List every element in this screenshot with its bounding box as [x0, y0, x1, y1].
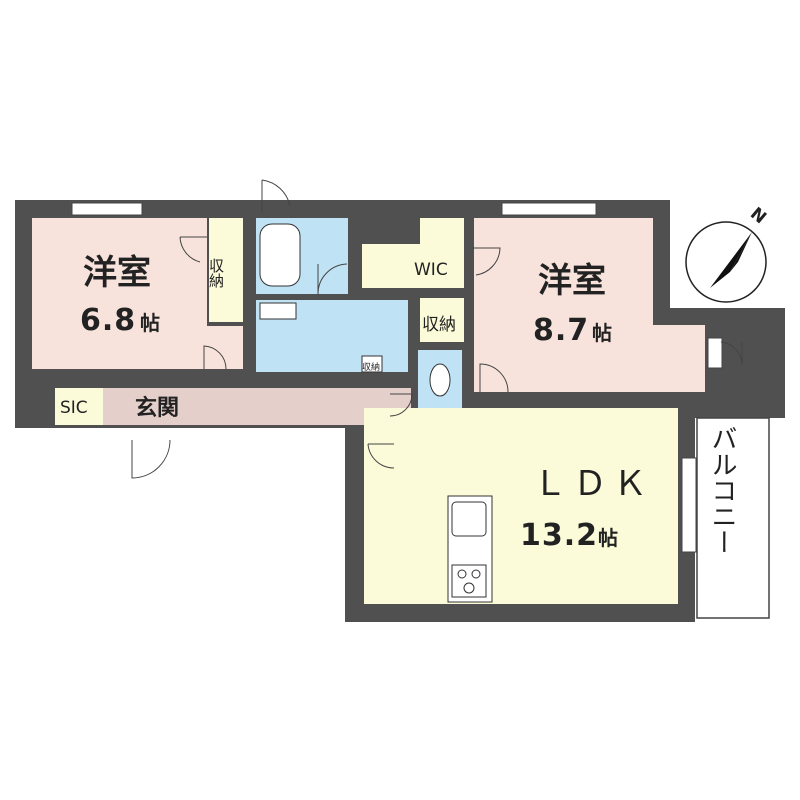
wic-label: WIC	[414, 260, 448, 280]
sic-label: SIC	[60, 398, 88, 418]
balcony-label: バルコニー	[707, 425, 737, 555]
western-room-1-floor	[32, 218, 207, 369]
ldk-area: 13.2	[520, 518, 598, 553]
stove	[451, 564, 487, 598]
western-room-2-unit: 帖	[592, 321, 612, 345]
doors	[131, 179, 743, 479]
windows	[71, 202, 723, 369]
ldk-name: ＬＤＫ	[533, 464, 653, 504]
western-room-2-floor	[474, 218, 705, 392]
bathtub	[259, 223, 301, 287]
storage-a-label: 収納	[207, 258, 225, 289]
toilet	[429, 363, 451, 397]
fixtures	[259, 223, 451, 397]
storage-b-label: 収納	[422, 315, 456, 335]
western-room-1-name: 洋室	[83, 253, 151, 293]
storage-a-floor	[209, 218, 243, 322]
entrance-label: 玄関	[135, 395, 179, 421]
north-arrow-icon: N	[685, 204, 770, 303]
washbasin	[259, 302, 297, 320]
room-labels: 洋室 6.8 帖 収納 WIC 収納 収納 洋室 8.7 帖 SIC 玄関 ＬＤ…	[60, 253, 737, 555]
balcony	[681, 417, 770, 619]
compass-label: N	[746, 204, 770, 228]
storage-c-label: 収納	[362, 361, 380, 373]
ldk-floor	[364, 408, 678, 604]
storage-b-floor	[420, 298, 464, 342]
western-room-2-name: 洋室	[538, 261, 606, 301]
entrance-floor	[103, 388, 411, 425]
western-room-2-area: 8.7	[533, 313, 589, 348]
ldk-unit: 帖	[598, 526, 618, 550]
western-room-1-area: 6.8	[80, 303, 136, 338]
sic-floor	[55, 388, 103, 425]
western-room-1-unit: 帖	[140, 311, 160, 335]
wic-floor	[362, 244, 464, 288]
